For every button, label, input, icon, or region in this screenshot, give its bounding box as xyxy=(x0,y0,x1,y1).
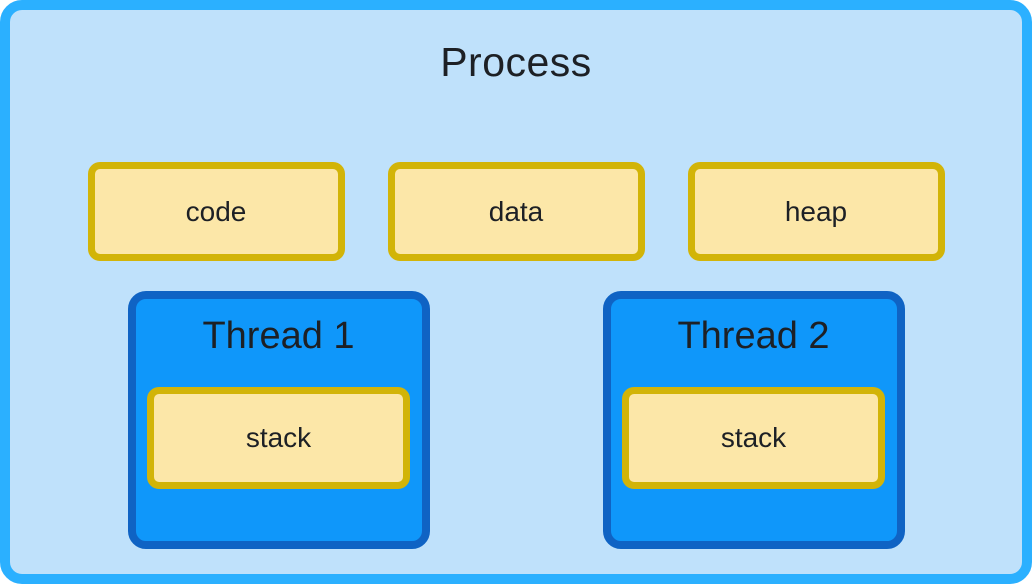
segment-box-code: code xyxy=(87,162,345,261)
segment-box-heap: heap xyxy=(687,162,945,261)
thread-2-title: Thread 2 xyxy=(677,315,830,357)
segment-label-data: data xyxy=(488,195,544,227)
thread-1-title: Thread 1 xyxy=(202,315,355,357)
thread-2-stack-label: stack xyxy=(720,422,787,453)
segment-label-code: code xyxy=(185,195,247,227)
segment-label-heap: heap xyxy=(784,195,848,227)
threads-row: Thread 1 stack Thread 2 stack xyxy=(127,291,905,549)
thread-box-2: Thread 2 stack xyxy=(602,291,905,549)
thread-box-1: Thread 1 stack xyxy=(127,291,430,549)
segment-box-data: data xyxy=(387,162,645,261)
process-title: Process xyxy=(440,39,592,85)
thread-1-stack-box: stack xyxy=(147,387,410,489)
memory-segments-row: code data heap xyxy=(87,162,945,261)
thread-2-stack-box: stack xyxy=(622,387,885,489)
thread-1-stack-label: stack xyxy=(245,422,312,453)
